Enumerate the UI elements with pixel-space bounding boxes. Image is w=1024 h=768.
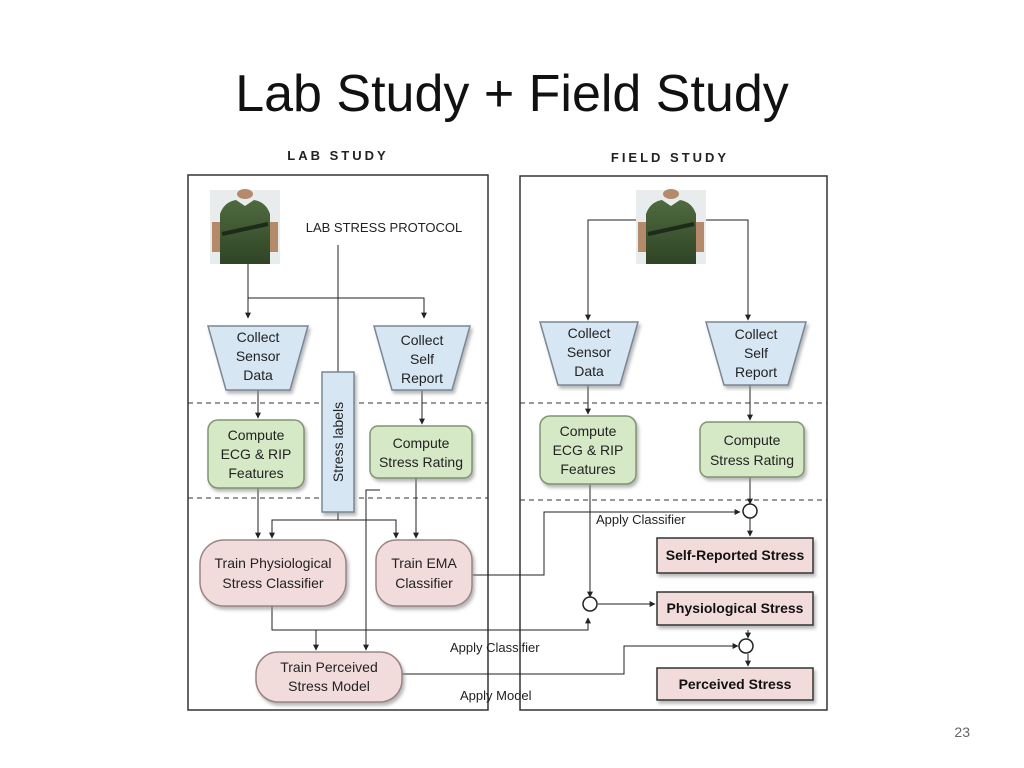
person-sensor-shirt-icon bbox=[210, 189, 280, 264]
svg-text:Stress Rating: Stress Rating bbox=[379, 454, 463, 470]
apply-model-label: Apply Model bbox=[460, 688, 532, 703]
svg-text:Compute: Compute bbox=[560, 423, 617, 439]
svg-text:Stress Classifier: Stress Classifier bbox=[222, 575, 323, 591]
svg-text:Features: Features bbox=[560, 461, 615, 477]
lab-study-panel bbox=[187, 174, 489, 711]
svg-text:Stress labels: Stress labels bbox=[330, 402, 346, 482]
apply-classifier-label-phys: Apply Classifier bbox=[450, 640, 540, 655]
stress-labels-bar: Stress labels bbox=[321, 371, 355, 513]
svg-text:Collect: Collect bbox=[237, 329, 280, 345]
junction-node bbox=[738, 638, 754, 654]
junction-node bbox=[742, 503, 758, 519]
svg-text:ECG & RIP: ECG & RIP bbox=[221, 446, 292, 462]
svg-text:Features: Features bbox=[228, 465, 283, 481]
lab-stress-protocol-label: LAB STRESS PROTOCOL bbox=[306, 220, 463, 235]
svg-text:Train Physiological: Train Physiological bbox=[215, 555, 332, 571]
svg-text:Collect: Collect bbox=[568, 325, 611, 341]
lab-compute-stress-rating: Compute Stress Rating bbox=[369, 425, 473, 479]
output-physiological-stress: Physiological Stress bbox=[656, 591, 814, 626]
svg-text:Compute: Compute bbox=[228, 427, 285, 443]
svg-text:Collect: Collect bbox=[401, 332, 444, 348]
junction-node bbox=[582, 596, 598, 612]
train-physiological-stress-classifier: Train Physiological Stress Classifier bbox=[199, 539, 347, 607]
svg-text:Collect: Collect bbox=[735, 326, 778, 342]
svg-text:Stress Rating: Stress Rating bbox=[710, 452, 794, 468]
svg-text:Stress Model: Stress Model bbox=[288, 678, 370, 694]
lab-study-header: LAB STUDY bbox=[287, 148, 388, 163]
svg-text:Self-Reported Stress: Self-Reported Stress bbox=[666, 547, 805, 563]
svg-text:Compute: Compute bbox=[724, 432, 781, 448]
field-collect-sensor-data: Collect Sensor Data bbox=[539, 321, 639, 386]
field-compute-stress-rating: Compute Stress Rating bbox=[699, 421, 805, 478]
page-number: 23 bbox=[954, 724, 970, 740]
field-collect-self-report: Collect Self Report bbox=[705, 321, 807, 386]
svg-text:Report: Report bbox=[735, 364, 777, 380]
svg-text:Sensor: Sensor bbox=[567, 344, 612, 360]
field-compute-ecg-rip-features: Compute ECG & RIP Features bbox=[539, 415, 637, 485]
svg-text:Classifier: Classifier bbox=[395, 575, 453, 591]
svg-text:Sensor: Sensor bbox=[236, 348, 281, 364]
apply-classifier-label-self: Apply Classifier bbox=[596, 512, 686, 527]
lab-collect-sensor-data: Collect Sensor Data bbox=[207, 325, 309, 391]
output-perceived-stress: Perceived Stress bbox=[656, 667, 814, 701]
field-study-panel bbox=[519, 175, 828, 711]
train-ema-classifier: Train EMA Classifier bbox=[375, 539, 473, 607]
svg-text:Self: Self bbox=[410, 351, 434, 367]
svg-text:Train Perceived: Train Perceived bbox=[280, 659, 378, 675]
lab-compute-ecg-rip-features: Compute ECG & RIP Features bbox=[207, 419, 305, 489]
svg-text:Perceived Stress: Perceived Stress bbox=[679, 676, 792, 692]
svg-text:Physiological Stress: Physiological Stress bbox=[667, 600, 804, 616]
person-sensor-shirt-icon bbox=[636, 189, 706, 264]
svg-text:Self: Self bbox=[744, 345, 768, 361]
output-self-reported-stress: Self-Reported Stress bbox=[656, 537, 814, 574]
svg-text:Compute: Compute bbox=[393, 435, 450, 451]
svg-text:Report: Report bbox=[401, 370, 443, 386]
svg-text:Data: Data bbox=[243, 367, 273, 383]
svg-text:Train EMA: Train EMA bbox=[391, 555, 457, 571]
train-perceived-stress-model: Train Perceived Stress Model bbox=[255, 651, 403, 703]
slide-title: Lab Study + Field Study bbox=[235, 65, 789, 123]
svg-text:Data: Data bbox=[574, 363, 604, 379]
lab-collect-self-report: Collect Self Report bbox=[373, 325, 471, 391]
svg-text:ECG & RIP: ECG & RIP bbox=[553, 442, 624, 458]
field-study-header: FIELD STUDY bbox=[611, 150, 729, 165]
